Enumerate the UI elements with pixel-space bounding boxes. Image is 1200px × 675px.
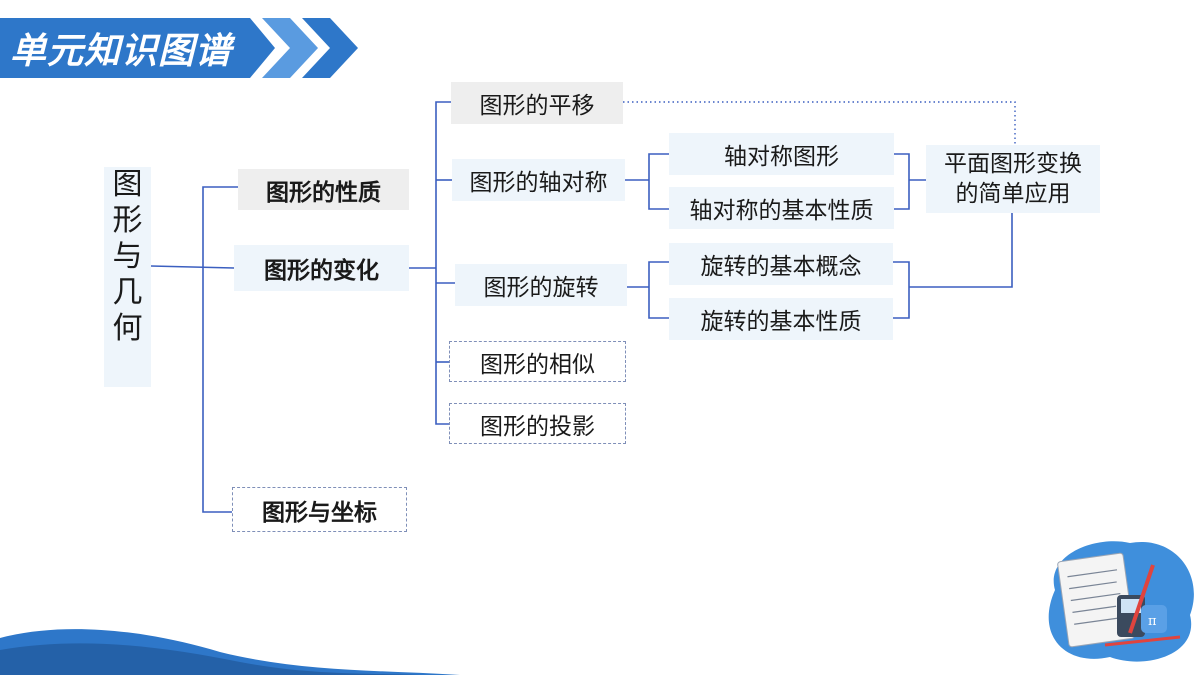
root-char-1: 图 — [112, 167, 143, 202]
root-char-3: 与 — [112, 239, 143, 274]
node-rotation-properties: 旋转的基本性质 — [669, 298, 893, 340]
root-char-2: 形 — [112, 203, 143, 238]
node-figure-properties: 图形的性质 — [238, 169, 409, 210]
node-projection: 图形的投影 — [449, 403, 626, 444]
node-similarity: 图形的相似 — [449, 341, 626, 382]
bottom-wave-decoration — [0, 629, 460, 675]
title-banner — [0, 18, 358, 78]
node-application: 平面图形变换 的简单应用 — [926, 145, 1100, 213]
node-axial-symmetric-figure: 轴对称图形 — [669, 133, 894, 175]
node-translation: 图形的平移 — [451, 82, 623, 124]
root-char-5: 何 — [112, 311, 143, 346]
node-axial-symmetry-properties: 轴对称的基本性质 — [669, 187, 894, 229]
node-rotation: 图形的旋转 — [455, 264, 627, 306]
node-figure-transformations: 图形的变化 — [234, 245, 409, 291]
svg-text:π: π — [1148, 614, 1157, 629]
node-figure-coordinates: 图形与坐标 — [232, 487, 407, 532]
node-rotation-concept: 旋转的基本概念 — [669, 243, 893, 285]
root-char-4: 几 — [112, 275, 143, 310]
page-title: 单元知识图谱 — [10, 31, 233, 72]
application-line-1: 平面图形变换 — [944, 151, 1082, 177]
application-line-2: 的简单应用 — [955, 181, 1071, 207]
math-illustration-icon: π — [1048, 541, 1194, 662]
node-axial-symmetry: 图形的轴对称 — [452, 159, 625, 201]
root-node-geometry: 图 形 与 几 何 — [104, 167, 151, 387]
